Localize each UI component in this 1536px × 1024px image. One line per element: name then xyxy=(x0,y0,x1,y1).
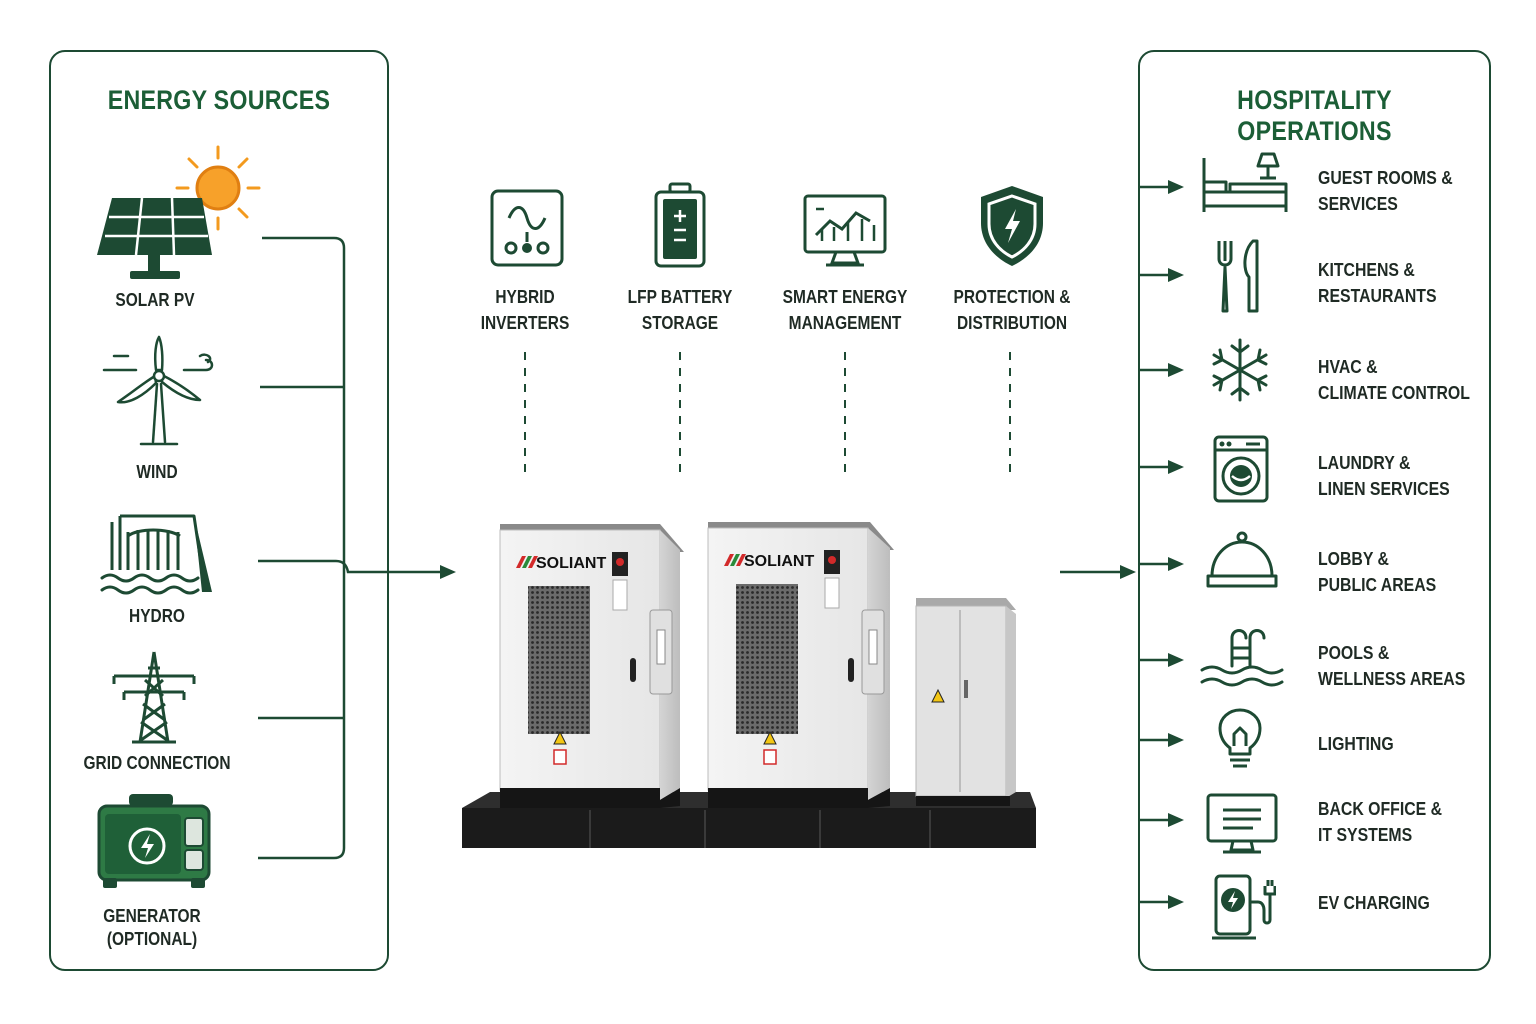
op-label-pools-line1: POOLS & xyxy=(1318,643,1390,663)
cloche-icon xyxy=(1206,531,1278,588)
op-label-kitchens-line2: RESTAURANTS xyxy=(1318,286,1437,306)
soliant-ess-cabinets-image: SOLIANT SOLIANT xyxy=(462,522,1036,848)
source-label-solar: SOLAR PV xyxy=(115,290,195,310)
pool-ladder-icon xyxy=(1200,629,1284,687)
op-label-lighting: LIGHTING xyxy=(1318,734,1394,754)
op-label-kitchens-line1: KITCHENS & xyxy=(1318,260,1415,280)
fork-knife-icon xyxy=(1217,239,1259,313)
component-label-battery-line2: STORAGE xyxy=(641,313,719,333)
component-label-battery-line1: LFP BATTERY xyxy=(627,287,733,307)
cabinet-unit-2: SOLIANT xyxy=(707,522,894,808)
op-label-hvac-line1: HVAC & xyxy=(1318,357,1378,377)
component-label-protection-line2: DISTRIBUTION xyxy=(956,313,1068,333)
op-label-guest-rooms-line1: GUEST ROOMS & xyxy=(1318,168,1453,188)
source-label-wind: WIND xyxy=(136,462,178,482)
op-label-hvac-line2: CLIMATE CONTROL xyxy=(1318,383,1470,403)
computer-monitor-icon xyxy=(1206,793,1278,854)
component-label-protection-line1: PROTECTION & xyxy=(953,287,1071,307)
source-label-grid: GRID CONNECTION xyxy=(83,753,231,773)
op-label-guest-rooms-line2: SERVICES xyxy=(1318,194,1398,214)
inverter-icon xyxy=(490,189,564,267)
shield-bolt-icon xyxy=(981,186,1043,266)
component-label-ems-line2: MANAGEMENT xyxy=(788,313,902,333)
light-bulb-icon xyxy=(1218,708,1262,768)
ev-charger-icon xyxy=(1212,874,1276,940)
brand-logo-text-2: SOLIANT xyxy=(744,553,814,570)
component-label-ems-line1: SMART ENERGY xyxy=(782,287,908,307)
op-label-laundry-line1: LAUNDRY & xyxy=(1318,453,1411,473)
washing-machine-icon xyxy=(1213,435,1269,503)
op-label-laundry-line2: LINEN SERVICES xyxy=(1318,479,1450,499)
op-label-ev-charging: EV CHARGING xyxy=(1318,893,1430,913)
op-label-lobby-line1: LOBBY & xyxy=(1318,549,1390,569)
cabinet-unit-1: SOLIANT xyxy=(499,524,684,808)
source-label-generator-line1: GENERATOR xyxy=(103,906,201,926)
distribution-cabinet xyxy=(915,598,1016,806)
snowflake-icon xyxy=(1212,338,1268,402)
wind-turbine-icon xyxy=(102,335,214,446)
brand-logo-text-1: SOLIANT xyxy=(536,555,606,572)
monitor-chart-icon xyxy=(803,194,887,267)
source-label-hydro: HYDRO xyxy=(129,606,185,626)
op-label-back-office-line2: IT SYSTEMS xyxy=(1318,825,1413,845)
bed-lamp-icon xyxy=(1202,152,1288,212)
op-label-back-office-line1: BACK OFFICE & xyxy=(1318,799,1443,819)
op-label-lobby-line2: PUBLIC AREAS xyxy=(1318,575,1437,595)
component-label-inverters-line1: HYBRID xyxy=(495,287,555,307)
energy-sources-title: ENERGY SOURCES xyxy=(107,85,331,115)
solar-panel-icon xyxy=(97,145,261,279)
component-label-inverters-line2: INVERTERS xyxy=(480,313,570,333)
generator-icon xyxy=(97,794,211,888)
hydro-dam-icon xyxy=(100,514,212,595)
battery-icon xyxy=(654,182,706,268)
op-label-pools-line2: WELLNESS AREAS xyxy=(1318,669,1466,689)
source-label-generator-line2: (OPTIONAL) xyxy=(106,929,198,949)
hospitality-operations-panel: HOSPITALITY OPERATIONS xyxy=(1138,50,1491,971)
hospitality-operations-title: HOSPITALITY OPERATIONS xyxy=(1237,85,1392,146)
transmission-tower-icon xyxy=(112,651,196,744)
